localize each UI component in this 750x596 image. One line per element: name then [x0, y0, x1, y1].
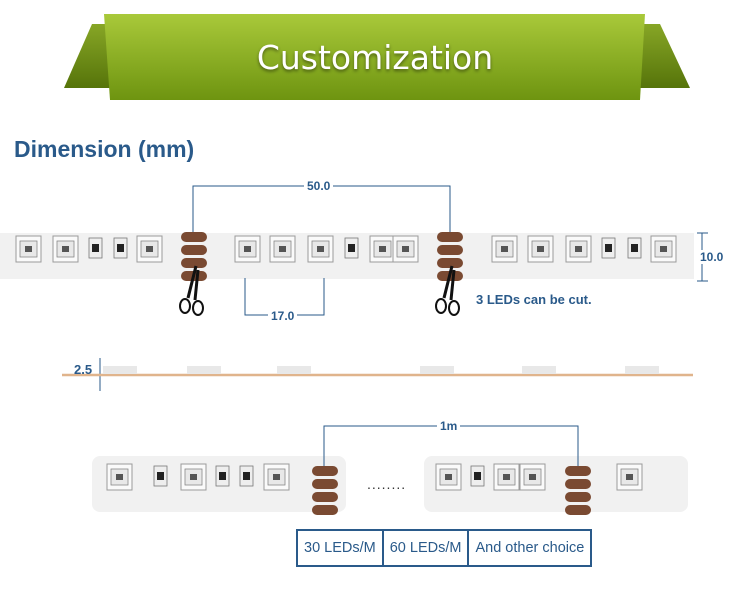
option-30-leds: 30 LEDs/M: [298, 531, 382, 565]
section-title: Dimension (mm): [14, 136, 195, 162]
dim-width: 10.0: [697, 250, 727, 264]
dim-thickness: 2.5: [74, 362, 93, 377]
option-other: And other choice: [469, 531, 591, 565]
dim-pitch-led: 17.0: [268, 309, 298, 323]
ellipsis: ........: [367, 476, 407, 492]
dim-pitch-cut: 50.0: [304, 179, 334, 193]
banner: [64, 14, 690, 100]
led-strip-bottom-left: [92, 456, 346, 515]
banner-title: Customization: [256, 38, 494, 77]
option-60-leds: 60 LEDs/M: [383, 531, 468, 565]
led-strip-bottom-right: [424, 456, 688, 515]
strip-profile: [62, 366, 693, 377]
dim-length: 1m: [437, 419, 461, 433]
led-strip-top: [0, 232, 694, 317]
density-options: 30 LEDs/M 60 LEDs/M And other choice: [296, 529, 593, 567]
cut-note: 3 LEDs can be cut.: [476, 292, 592, 307]
